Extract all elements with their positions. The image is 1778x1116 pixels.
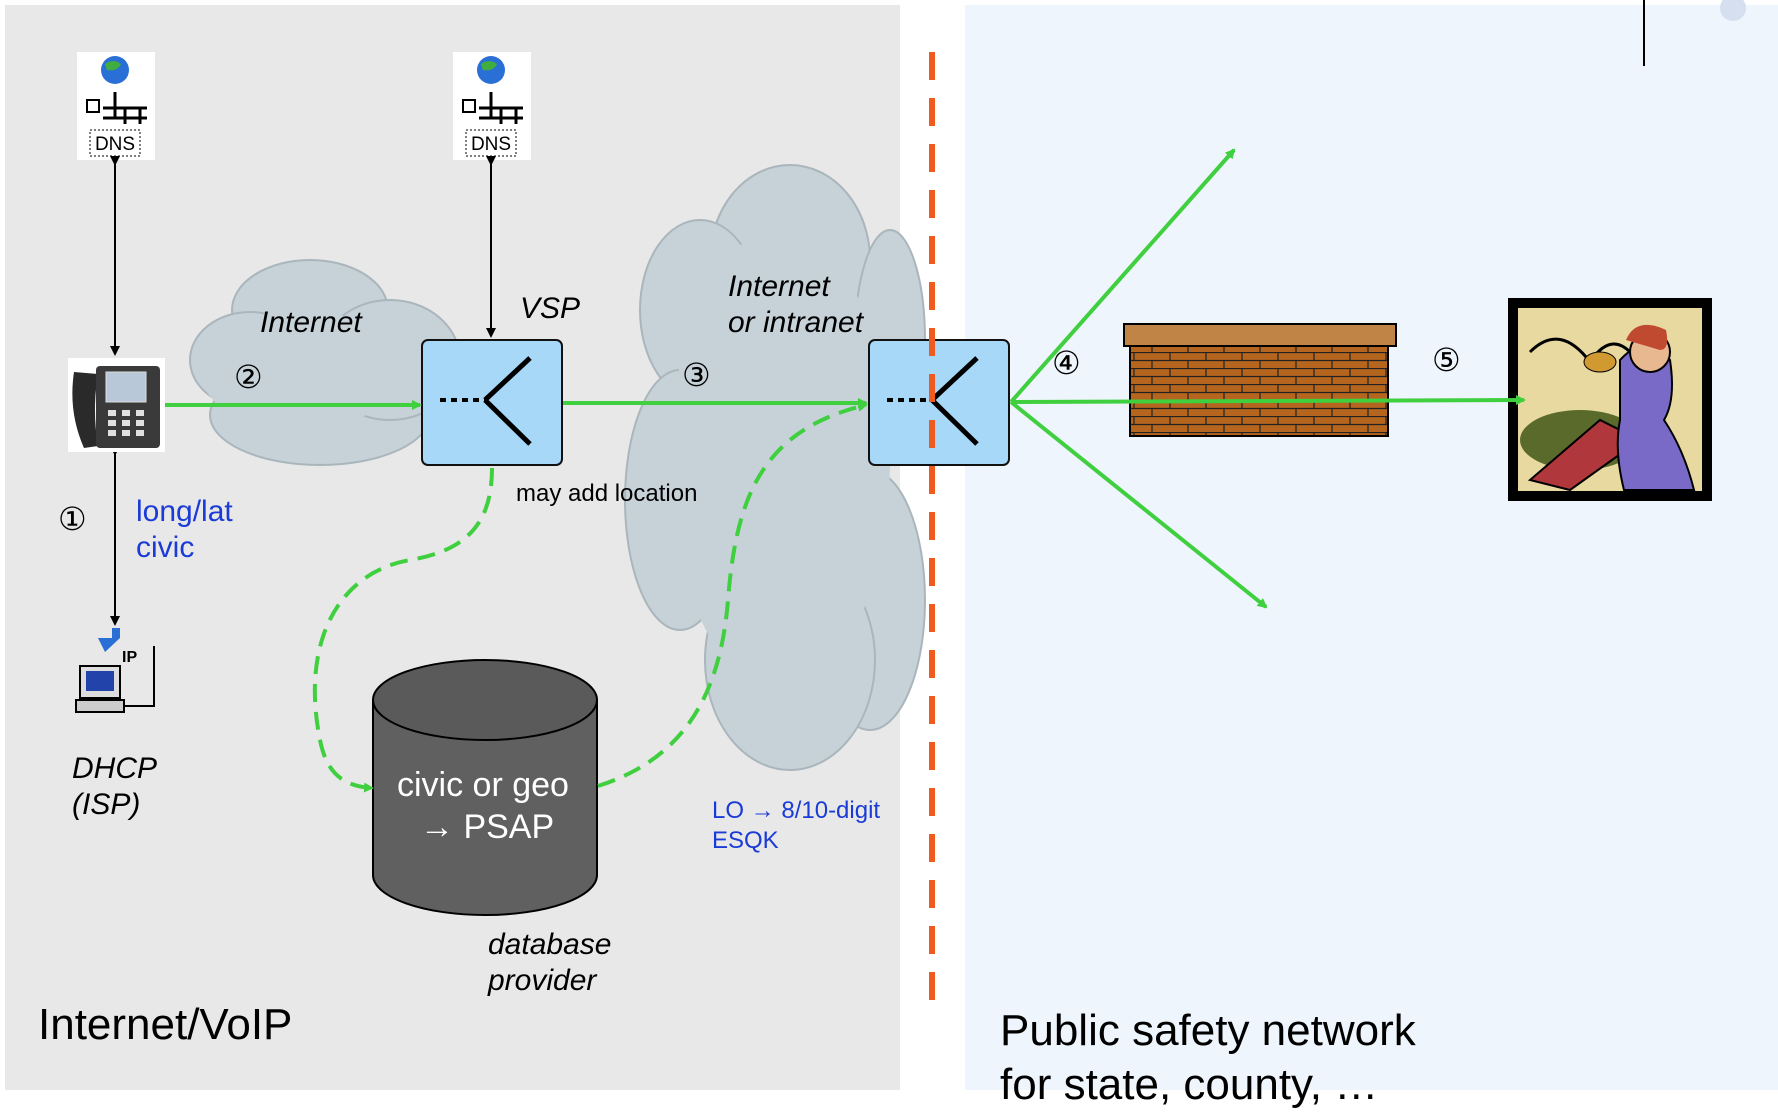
public-safety-zone: [965, 5, 1778, 1090]
intranet-cloud-label-line2: or intranet: [728, 306, 864, 339]
dhcp-label-line2: (ISP): [72, 788, 141, 821]
step-1-marker: ①: [58, 501, 87, 537]
vsp-label: VSP: [520, 292, 581, 325]
svg-text:IP: IP: [122, 649, 137, 666]
dns-label: DNS: [95, 134, 135, 155]
psap-dispatcher-icon: [1508, 298, 1712, 501]
call-arrow-to-psap: [1010, 395, 1526, 406]
dns-label: DNS: [471, 134, 511, 155]
intranet-cloud-icon: [624, 164, 926, 771]
router-icon: [868, 339, 1010, 466]
router-icon: [421, 339, 563, 466]
esqk-label-line2: ESQK: [712, 827, 779, 854]
internet-cloud-label: Internet: [260, 306, 362, 339]
brick-firewall-icon: [1123, 323, 1397, 437]
step-4-marker: ④: [1052, 345, 1081, 381]
database-caption-line1: database: [488, 928, 612, 961]
public-safety-zone-label-line2: for state, county, …: [1000, 1060, 1379, 1109]
corner-dot: [1720, 0, 1746, 21]
call-arrow-alt-psap-up: [1009, 148, 1236, 404]
step-3-marker: ③: [682, 357, 711, 393]
step-2-marker: ②: [234, 359, 263, 395]
database-text-line1: civic or geo: [397, 766, 569, 804]
call-arrow-alt-psap-down: [1009, 400, 1268, 609]
may-add-location-label: may add location: [516, 480, 698, 507]
dhcp-server-icon: IP: [75, 628, 155, 713]
location-type-line1: long/lat: [136, 495, 233, 528]
dhcp-label-line1: DHCP: [72, 752, 158, 785]
location-lookup-dashed-arrow: [312, 467, 494, 793]
dns-server-icon: DNS: [453, 52, 531, 160]
internet-cloud-icon: [189, 259, 461, 466]
esqk-label-line1: LO → 8/10-digit: [712, 797, 881, 824]
database-caption-line2: provider: [488, 964, 597, 997]
internet-voip-zone-label: Internet/VoIP: [38, 1000, 293, 1049]
location-type-line2: civic: [136, 531, 195, 564]
ip-phone-icon: [68, 358, 165, 452]
intranet-cloud-label-line1: Internet: [728, 270, 830, 303]
database-cylinder-icon: [372, 659, 598, 916]
dns-server-icon: DNS: [77, 52, 155, 160]
step-5-marker: ⑤: [1432, 342, 1461, 378]
public-safety-zone-label-line1: Public safety network: [1000, 1006, 1416, 1055]
database-text-line2: → PSAP: [420, 808, 555, 846]
